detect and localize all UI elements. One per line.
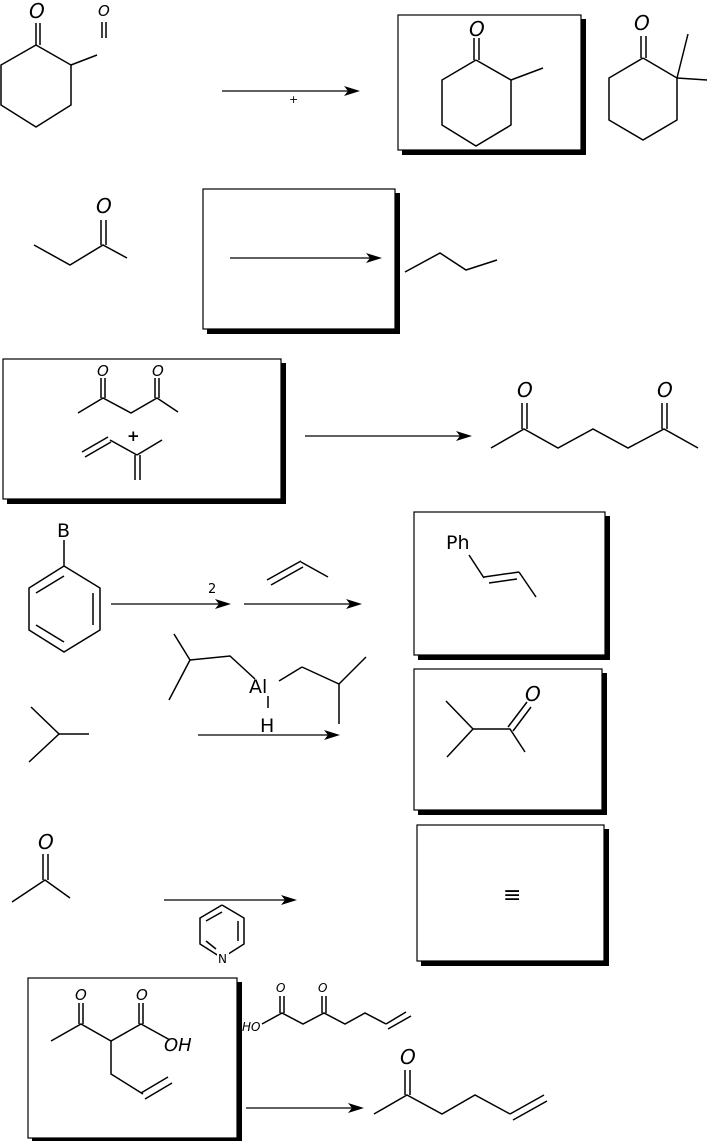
- atom-label-oxygen: O: [98, 2, 110, 20]
- atom-label-oxygen: O: [152, 362, 164, 380]
- atom-label-oxygen: O: [97, 362, 109, 380]
- atom-label-hydrogen: H: [260, 715, 274, 737]
- atom-label-oxygen: O: [400, 1045, 416, 1069]
- answer-box-2: [203, 189, 400, 334]
- reactant-box-3: O O +: [3, 359, 286, 504]
- hydroxyl-label: HO: [242, 1020, 260, 1034]
- hydroxyl-label: OH: [164, 1035, 192, 1056]
- plus-sign: +: [289, 93, 298, 106]
- answer-box-4: Ph: [414, 512, 610, 660]
- atom-label-oxygen: O: [517, 378, 533, 402]
- reaction-arrow-1: +: [222, 86, 360, 106]
- answer-box-7: O O OH: [28, 978, 242, 1141]
- reaction-arrows-4: 2: [111, 582, 362, 609]
- product-2-2-dimethylcyclohexanone: O: [609, 11, 707, 140]
- atom-label-oxygen: O: [469, 17, 485, 41]
- triple-bond-symbol: ≡: [503, 883, 521, 908]
- reagent-dibal-h: Al H: [169, 634, 366, 737]
- atom-label-oxygen: O: [136, 986, 148, 1004]
- product-hex-5-en-2-one: O: [374, 1045, 547, 1120]
- reactant-isopropyl-fragment: [29, 707, 89, 762]
- stoichiometric-coefficient: 2: [208, 582, 216, 597]
- answer-box-6: ≡: [417, 825, 609, 966]
- reagent-propene: [267, 561, 328, 585]
- reaction-arrow-6: [164, 895, 297, 905]
- reactant-butanone: O: [34, 194, 127, 265]
- answer-box-1: O: [398, 15, 586, 155]
- atom-label-boron: B: [57, 520, 70, 542]
- phenyl-label: Ph: [446, 532, 470, 554]
- atom-label-aluminum: Al: [249, 676, 267, 698]
- atom-label-oxygen: O: [318, 981, 327, 995]
- reactant-phenylborane: B: [29, 520, 100, 652]
- reaction-arrow-7: [246, 1103, 364, 1113]
- plus-sign: +: [127, 427, 140, 445]
- atom-label-oxygen: O: [38, 830, 54, 854]
- side-structure-beta-keto-acid: HO O O: [242, 981, 411, 1034]
- reactant-acetone: O: [12, 830, 70, 902]
- reaction-arrow-3: [305, 431, 472, 441]
- atom-label-oxygen: O: [634, 11, 650, 35]
- reactant-2-methylcyclohexanone-aldehyde: O O: [1, 0, 110, 127]
- atom-label-oxygen: O: [96, 194, 112, 218]
- atom-label-oxygen: O: [276, 981, 285, 995]
- reagent-pyridine: N: [200, 905, 244, 966]
- atom-label-oxygen: O: [525, 682, 541, 706]
- atom-label-oxygen: O: [29, 0, 45, 23]
- answer-box-5: O: [414, 669, 607, 815]
- product-butane: [405, 253, 497, 272]
- atom-label-nitrogen: N: [218, 952, 227, 966]
- atom-label-oxygen: O: [657, 378, 673, 402]
- atom-label-oxygen: O: [75, 986, 87, 1004]
- product-heptane-2-6-dione: O O: [491, 378, 698, 448]
